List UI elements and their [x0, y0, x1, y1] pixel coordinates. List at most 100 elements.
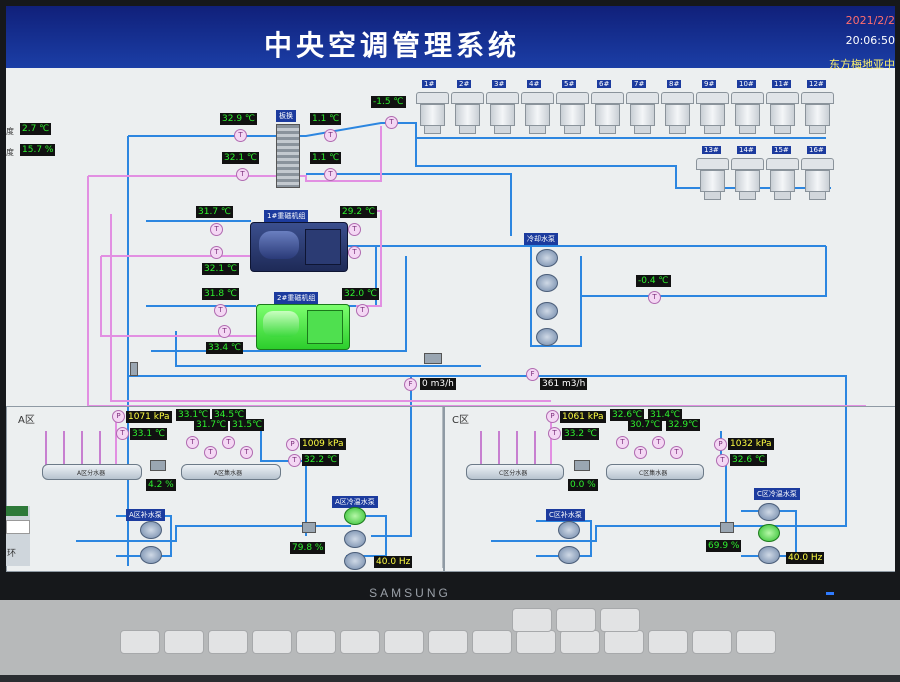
zone-a-makeup-pump-label: A区补水泵	[126, 509, 165, 521]
temp-sensor-icon[interactable]: T	[348, 223, 361, 236]
cooling-tower[interactable]: 16#	[801, 146, 834, 200]
temp-sensor-icon[interactable]: T	[214, 304, 227, 317]
cooling-tower[interactable]: 2#	[451, 80, 484, 134]
pressure-sensor-icon[interactable]: P	[546, 410, 559, 423]
cooling-pump[interactable]	[536, 302, 558, 320]
zone-a-panel	[6, 406, 445, 572]
pressure-sensor-icon[interactable]: P	[286, 438, 299, 451]
temp-sensor-icon[interactable]: T	[324, 129, 337, 142]
zone-a-sensor-temp: 31.5℃	[230, 419, 265, 431]
temp-sensor-icon[interactable]: T	[186, 436, 199, 449]
zone-c-temp-1: 33.2 ℃	[562, 428, 600, 440]
flow-sensor-icon[interactable]: F	[526, 368, 539, 381]
pressure-sensor-icon[interactable]: P	[714, 438, 727, 451]
zone-a-makeup-pump[interactable]	[140, 546, 162, 564]
zone-a-supply-header[interactable]: A区分水器	[42, 464, 142, 480]
zone-a-label: A区	[18, 415, 35, 426]
temp-sensor-icon[interactable]: T	[240, 446, 253, 459]
cooling-tower[interactable]: 12#	[801, 80, 834, 134]
cooling-tower[interactable]: 4#	[521, 80, 554, 134]
zone-c-makeup-pump[interactable]	[558, 521, 580, 539]
cooling-tower[interactable]: 13#	[696, 146, 729, 200]
zone-a-supply-header-label: A区分水器	[77, 470, 106, 477]
zone-c-makeup-pump[interactable]	[558, 546, 580, 564]
zone-c-pressure-2: 1032 kPa	[728, 438, 774, 450]
flow-left: 0 m3/h	[420, 378, 456, 390]
valve-icon[interactable]	[720, 522, 734, 533]
zone-a-chw-pump[interactable]	[344, 507, 366, 525]
bypass-valve-icon[interactable]	[424, 353, 442, 364]
zone-c-return-header[interactable]: C区集水器	[606, 464, 704, 480]
zone-c-supply-header[interactable]: C区分水器	[466, 464, 564, 480]
temp-sensor-icon[interactable]: T	[218, 325, 231, 338]
cooling-tower[interactable]: 14#	[731, 146, 764, 200]
temp-sensor-icon[interactable]: T	[385, 116, 398, 129]
cooling-tower[interactable]: 11#	[766, 80, 799, 134]
cooling-pump[interactable]	[536, 274, 558, 292]
plate-hx-unit[interactable]	[276, 124, 300, 188]
temp-sensor-icon[interactable]: T	[236, 168, 249, 181]
zone-a-makeup-pump[interactable]	[140, 521, 162, 539]
cooling-tower[interactable]: 9#	[696, 80, 729, 134]
zone-a-chw-pump[interactable]	[344, 530, 366, 548]
tower-number: 4#	[527, 80, 542, 88]
left-readout-2: 15.7 %	[20, 144, 56, 156]
tower-number: 9#	[702, 80, 717, 88]
temp-sensor-icon[interactable]: T	[648, 291, 661, 304]
temp-sensor-icon[interactable]: T	[652, 436, 665, 449]
cooling-tower[interactable]: 1#	[416, 80, 449, 134]
zone-c-chw-pump[interactable]	[758, 524, 780, 542]
temp-sensor-icon[interactable]: T	[324, 168, 337, 181]
temp-sensor-icon[interactable]: T	[288, 454, 301, 467]
cooling-tower[interactable]: 3#	[486, 80, 519, 134]
temp-sensor-icon[interactable]: T	[670, 446, 683, 459]
temp-sensor-icon[interactable]: T	[210, 223, 223, 236]
valve-icon[interactable]	[574, 460, 590, 471]
temp-sensor-icon[interactable]: T	[548, 427, 561, 440]
zone-a-chw-pump[interactable]	[344, 552, 366, 570]
chiller-2[interactable]	[256, 304, 350, 350]
valve-icon[interactable]	[150, 460, 166, 471]
flow-sensor-icon[interactable]: F	[404, 378, 417, 391]
cooling-tower[interactable]: 10#	[731, 80, 764, 134]
cooling-tower[interactable]: 7#	[626, 80, 659, 134]
hx-left-bottom-temp: 32.1 ℃	[222, 152, 260, 164]
zone-c-sensor-temp: 32.6℃	[610, 409, 645, 421]
temp-sensor-icon[interactable]: T	[210, 246, 223, 259]
chiller2-right-temp: 32.0 ℃	[342, 288, 380, 300]
zone-a-pressure-2: 1009 kPa	[300, 438, 346, 450]
valve-icon[interactable]	[130, 362, 138, 376]
scada-screen: 中央空调管理系统 2021/2/2 20:06:50 东方梅地亚中	[6, 6, 895, 572]
valve-icon[interactable]	[302, 522, 316, 533]
company-name: 东方梅地亚中	[829, 58, 895, 71]
temp-sensor-icon[interactable]: T	[348, 246, 361, 259]
temp-sensor-icon[interactable]: T	[616, 436, 629, 449]
side-panel[interactable]: 环	[6, 506, 30, 566]
chiller-1[interactable]	[250, 222, 348, 272]
side-panel-text: 环	[7, 549, 17, 559]
zone-c-freq: 40.0 Hz	[786, 552, 825, 564]
hx-right-top-temp: 1.1 ℃	[310, 113, 342, 125]
temp-sensor-icon[interactable]: T	[716, 454, 729, 467]
cooling-tower[interactable]: 15#	[766, 146, 799, 200]
title-bar: 中央空调管理系统 2021/2/2 20:06:50 东方梅地亚中	[6, 6, 895, 71]
chiller1-right-temp: 29.2 ℃	[340, 206, 378, 218]
zone-c-chw-pump[interactable]	[758, 503, 780, 521]
zone-a-temp-2: 32.2 ℃	[302, 454, 340, 466]
zone-c-chw-pump[interactable]	[758, 546, 780, 564]
temp-sensor-icon[interactable]: T	[116, 427, 129, 440]
pressure-sensor-icon[interactable]: P	[112, 410, 125, 423]
chiller1-in-temp: 31.7 ℃	[196, 206, 234, 218]
temp-sensor-icon[interactable]: T	[234, 129, 247, 142]
cooling-tower[interactable]: 6#	[591, 80, 624, 134]
tower-number: 3#	[492, 80, 507, 88]
temp-sensor-icon[interactable]: T	[634, 446, 647, 459]
cooling-tower[interactable]: 8#	[661, 80, 694, 134]
temp-sensor-icon[interactable]: T	[222, 436, 235, 449]
temp-sensor-icon[interactable]: T	[356, 304, 369, 317]
cooling-tower[interactable]: 5#	[556, 80, 589, 134]
cooling-pump[interactable]	[536, 328, 558, 346]
cooling-pump[interactable]	[536, 249, 558, 267]
zone-a-return-header[interactable]: A区集水器	[181, 464, 281, 480]
temp-sensor-icon[interactable]: T	[204, 446, 217, 459]
